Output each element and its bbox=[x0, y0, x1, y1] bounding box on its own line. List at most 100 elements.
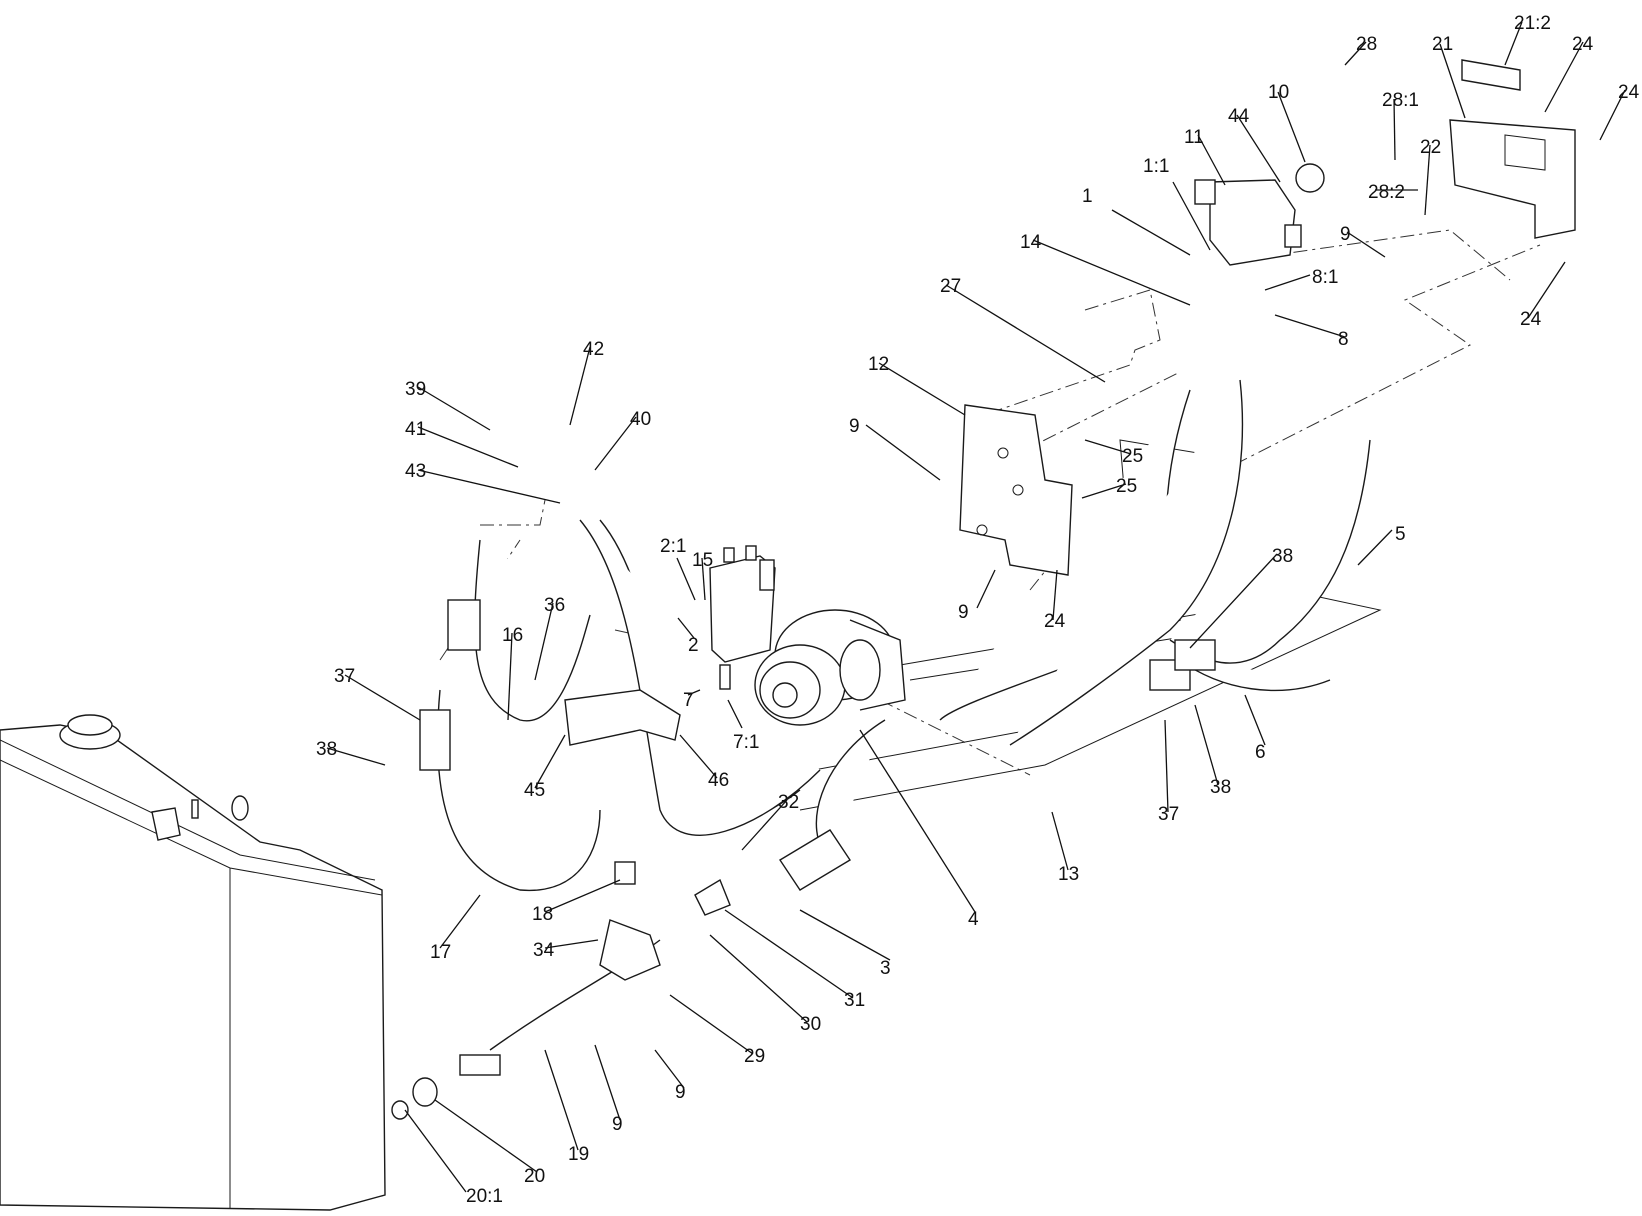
callout-label: 38 bbox=[316, 739, 337, 760]
callout-label: 4 bbox=[968, 909, 979, 930]
callout-leader-line bbox=[544, 939, 599, 949]
callout-leader-line bbox=[1172, 181, 1211, 251]
callout-leader-line bbox=[865, 424, 941, 481]
callout-leader-line bbox=[417, 469, 561, 504]
callout-label: 44 bbox=[1228, 106, 1250, 127]
callout-label: 37 bbox=[334, 666, 355, 687]
callout-leader-line bbox=[544, 1049, 579, 1151]
callout-label: 14 bbox=[1020, 232, 1042, 253]
callout-label: 25 bbox=[1122, 446, 1143, 467]
callout-label: 7 bbox=[683, 690, 694, 711]
callout-leader-line bbox=[1424, 144, 1431, 216]
callout-label: 28:1 bbox=[1382, 90, 1419, 111]
callout-label: 45 bbox=[524, 780, 545, 801]
callout-label: 7:1 bbox=[733, 732, 759, 753]
callout-label: 2 bbox=[688, 635, 699, 656]
callout-label: 2:1 bbox=[660, 536, 686, 557]
callout-label: 10 bbox=[1268, 82, 1289, 103]
callout-label: 29 bbox=[744, 1046, 765, 1067]
callout-leader-line bbox=[439, 894, 481, 949]
callout-label: 8 bbox=[1338, 329, 1349, 350]
callout-leader-line bbox=[859, 729, 976, 913]
control-valve bbox=[709, 545, 776, 690]
callout-label: 20:1 bbox=[466, 1186, 503, 1207]
callout-label: 21 bbox=[1432, 34, 1453, 55]
callout-leader-line bbox=[534, 602, 554, 681]
callout-leader-line bbox=[1236, 114, 1281, 183]
callout-leader-line bbox=[1189, 553, 1278, 649]
callout-leader-line bbox=[594, 416, 637, 471]
callout-leader-line bbox=[709, 934, 808, 1023]
callout-leader-line bbox=[1032, 239, 1191, 306]
callout-leader-line bbox=[878, 362, 966, 416]
callout-label: 46 bbox=[708, 770, 729, 791]
callout-leader-line bbox=[679, 734, 718, 779]
callout-leader-line bbox=[1527, 261, 1566, 319]
callout-label: 9 bbox=[958, 602, 969, 623]
callout-label: 17 bbox=[430, 942, 451, 963]
valve-block bbox=[1194, 163, 1325, 266]
callout-leader-line bbox=[1357, 529, 1393, 566]
callout-leader-line bbox=[1197, 134, 1226, 186]
callout-label: 41 bbox=[405, 419, 426, 440]
callout-label: 27 bbox=[940, 276, 961, 297]
hose-clamps bbox=[419, 599, 1216, 771]
callout-leader-line bbox=[417, 386, 491, 431]
callout-layer: 11:122:1345677:188:199999101112131415161… bbox=[316, 13, 1640, 1207]
callout-label: 24 bbox=[1520, 309, 1542, 330]
callout-leader-line bbox=[1274, 314, 1346, 338]
callout-label: 43 bbox=[405, 461, 426, 482]
callout-leader-line bbox=[1051, 811, 1069, 871]
callout-leader-line bbox=[727, 699, 743, 729]
callout-label: 38 bbox=[1272, 546, 1293, 567]
callout-leader-line bbox=[669, 994, 754, 1055]
callout-leader-line bbox=[741, 799, 788, 851]
callout-label: 36 bbox=[544, 595, 565, 616]
callout-leader-line bbox=[687, 689, 701, 696]
callout-label: 42 bbox=[583, 339, 604, 360]
callout-label: 9 bbox=[849, 416, 860, 437]
callout-leader-line bbox=[1599, 89, 1626, 141]
callout-leader-line bbox=[1544, 41, 1584, 113]
callout-label: 1 bbox=[1082, 186, 1093, 207]
callout-label: 21:2 bbox=[1514, 13, 1551, 34]
callout-leader-line bbox=[1111, 209, 1191, 256]
callout-leader-line bbox=[676, 557, 696, 601]
callout-leader-line bbox=[677, 617, 695, 639]
callout-label: 28 bbox=[1356, 34, 1377, 55]
callout-leader-line bbox=[417, 426, 519, 468]
callout-leader-line bbox=[507, 632, 513, 721]
callout-leader-line bbox=[1346, 231, 1386, 258]
callout-leader-line bbox=[1264, 274, 1311, 291]
callout-leader-line bbox=[534, 734, 566, 789]
callout-label: 9 bbox=[675, 1082, 686, 1103]
callout-leader-line bbox=[1081, 483, 1127, 499]
callout-label: 1:1 bbox=[1143, 156, 1169, 177]
callout-label: 9 bbox=[1340, 224, 1351, 245]
callout-leader-line bbox=[1504, 21, 1523, 66]
hydraulic-pump bbox=[754, 609, 906, 726]
callout-label: 24 bbox=[1572, 34, 1594, 55]
callout-label: 9 bbox=[612, 1114, 623, 1135]
callout-leader-line bbox=[1277, 91, 1306, 163]
callout-label: 11 bbox=[1184, 127, 1204, 148]
callout-label: 24 bbox=[1618, 82, 1640, 103]
callout-label: 38 bbox=[1210, 777, 1231, 798]
callout-leader-line bbox=[544, 879, 621, 913]
callout-leader-line bbox=[1439, 43, 1466, 119]
callout-label: 19 bbox=[568, 1144, 589, 1165]
callout-leader-line bbox=[326, 747, 386, 766]
manifold-plate bbox=[959, 404, 1073, 576]
callout-leader-line bbox=[344, 674, 421, 721]
callout-leader-line bbox=[1084, 439, 1132, 455]
callout-label: 15 bbox=[692, 550, 713, 571]
callout-leader-line bbox=[404, 1109, 467, 1193]
suction-fitting bbox=[391, 829, 851, 1120]
callout-label: 31 bbox=[844, 990, 865, 1011]
callout-label: 22 bbox=[1420, 137, 1441, 158]
callout-label: 8:1 bbox=[1312, 267, 1338, 288]
callout-leader-line bbox=[701, 557, 706, 601]
callout-label: 20 bbox=[524, 1166, 545, 1187]
callout-leader-line bbox=[1344, 41, 1367, 66]
